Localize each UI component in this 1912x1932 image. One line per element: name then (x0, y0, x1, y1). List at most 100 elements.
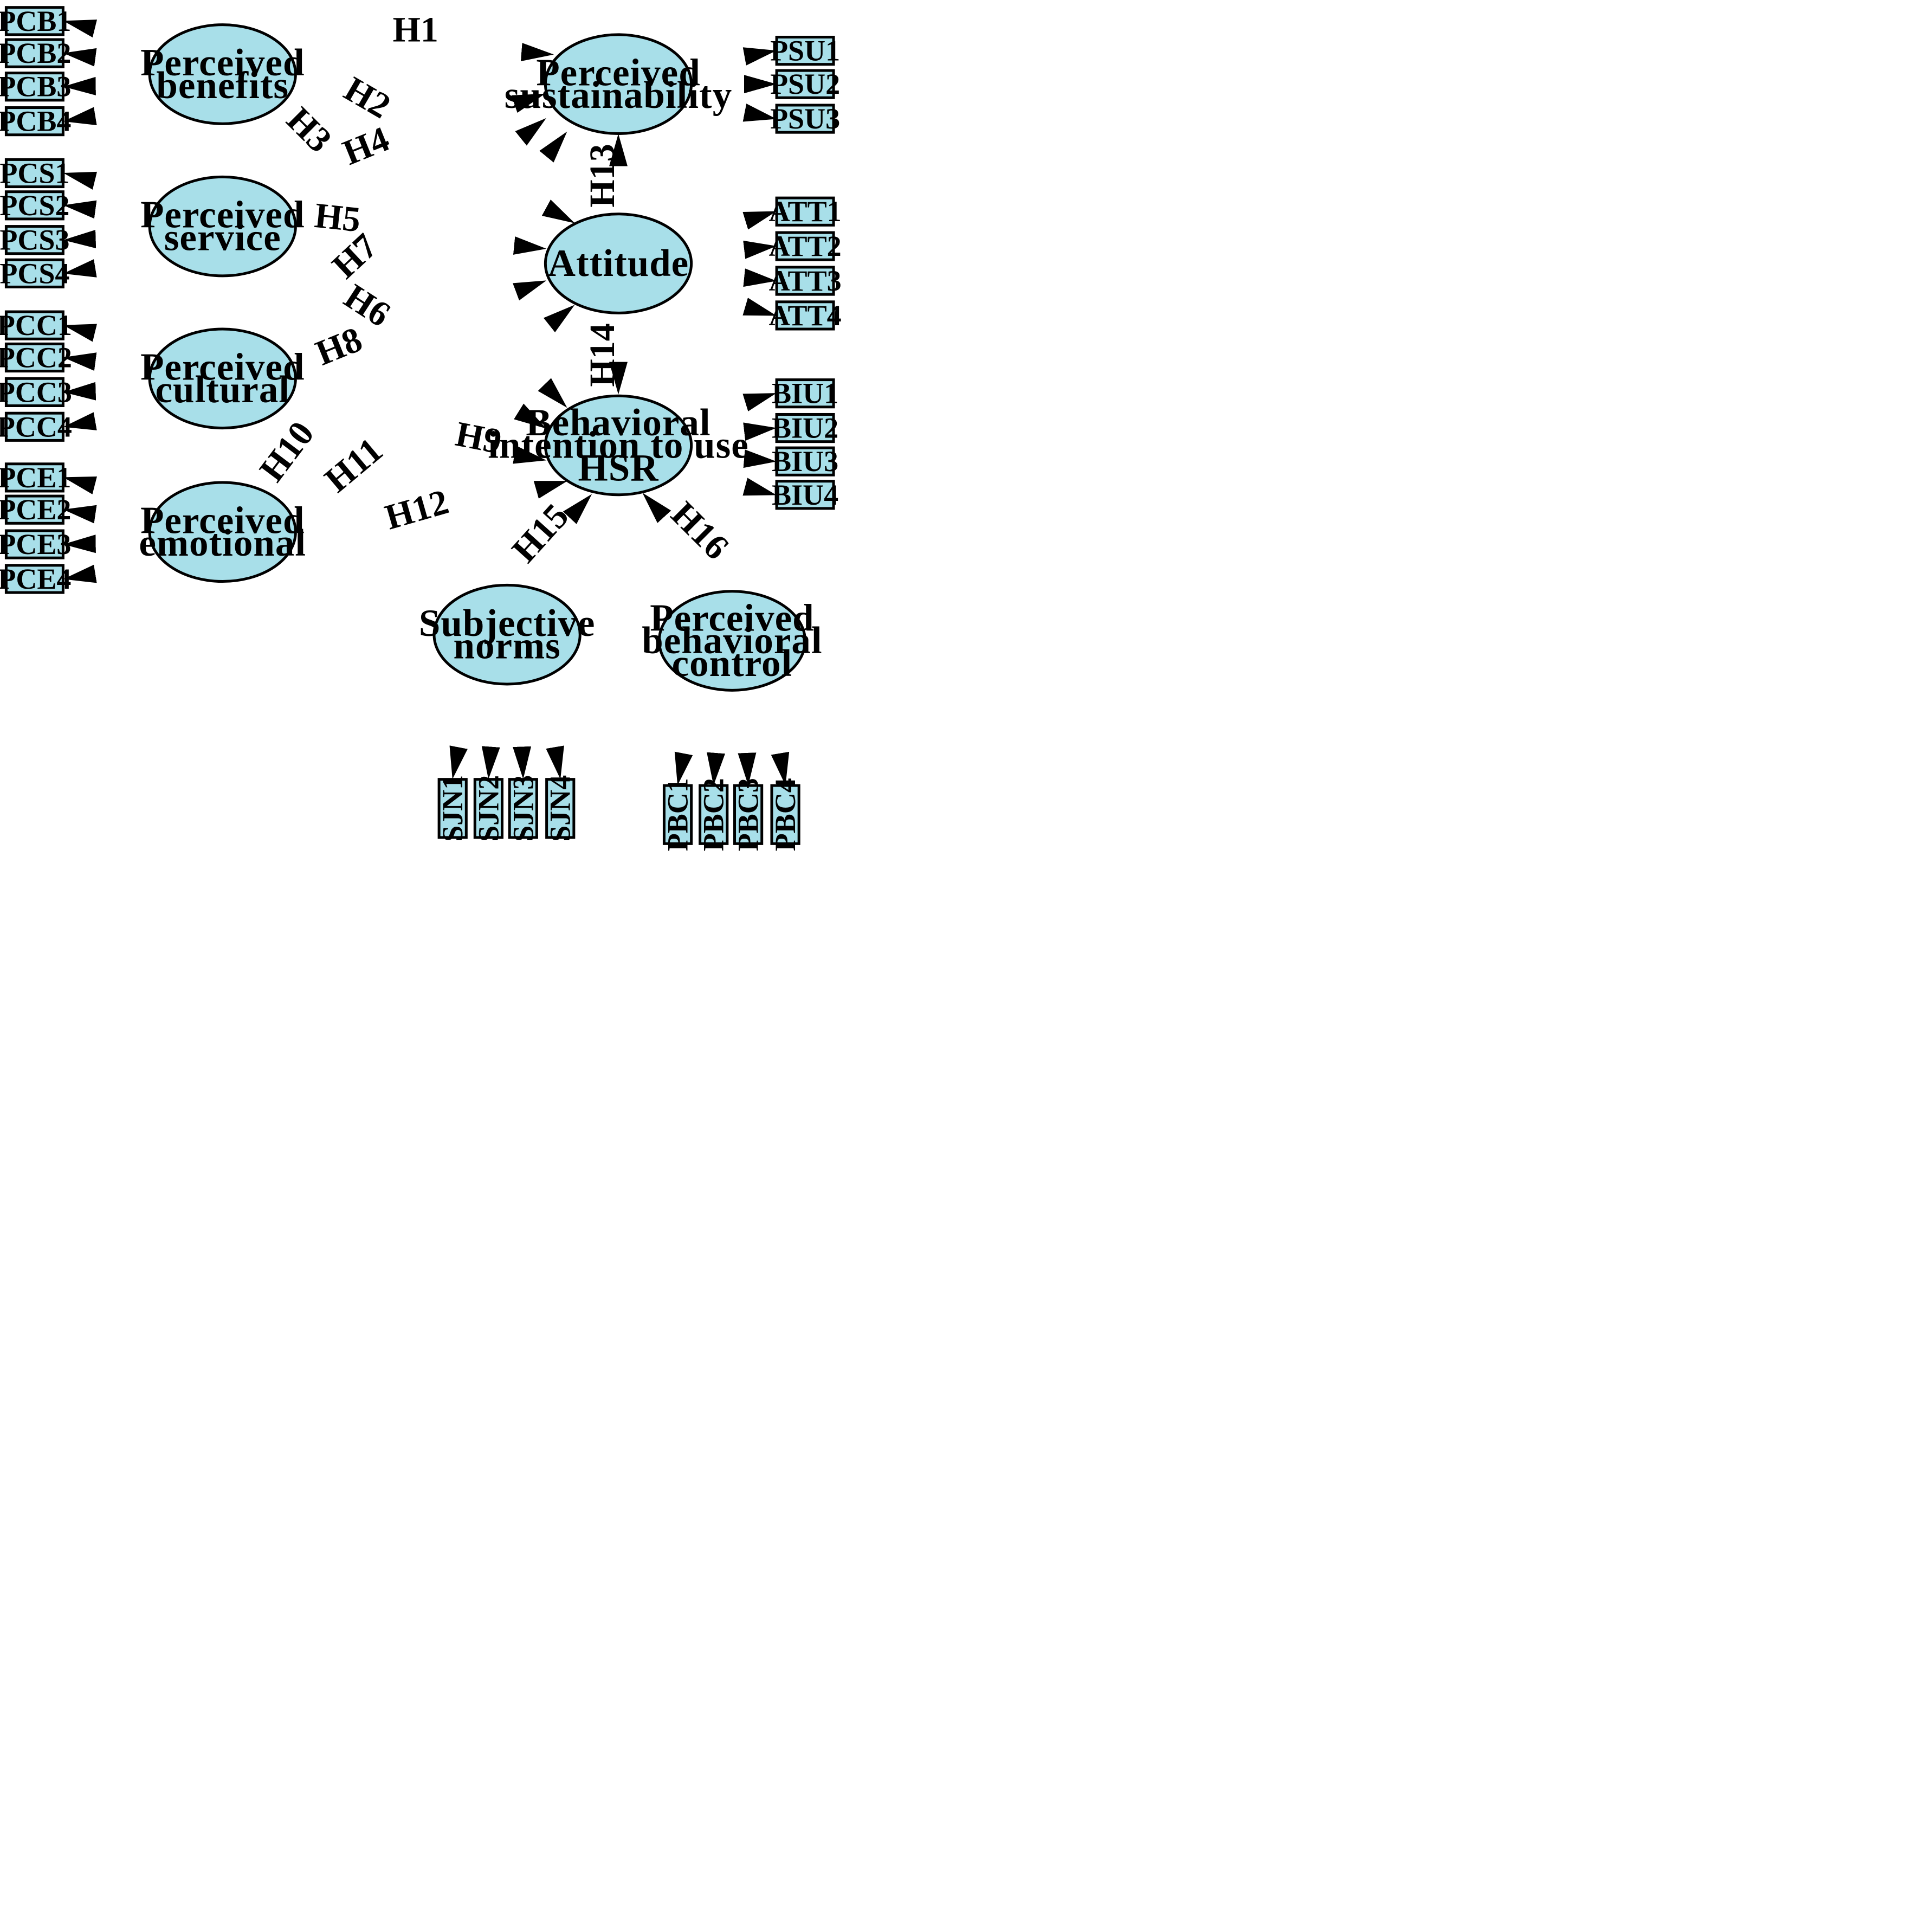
indicator-label: ATT3 (769, 265, 842, 297)
loading-arrow-pcs2 (63, 200, 97, 219)
loading-arrow-att2 (743, 240, 777, 259)
indicator-box (4, 377, 64, 407)
hypothesis-label-h9: H9 (453, 414, 505, 462)
indicator-biu1: BIU1 (772, 377, 838, 410)
indicator-label: ATT1 (769, 195, 842, 228)
hypothesis-label-h2: H2 (338, 69, 397, 126)
indicator-box (4, 564, 64, 594)
hypothesis-label-h11: H11 (318, 430, 390, 500)
indicator-pce2: PCE2 (0, 493, 71, 526)
indicator-psu1: PSU1 (770, 35, 840, 67)
indicator-box (4, 158, 64, 189)
construct-ellipse (148, 481, 297, 583)
loading-arrow-pcc2 (63, 352, 97, 371)
construct-label: Perceived (140, 194, 305, 236)
loading-arrow-att3 (743, 268, 777, 287)
construct-ellipse (148, 175, 297, 278)
indicator-label: ATT2 (769, 230, 842, 262)
loading-arrow-pbc2 (707, 752, 726, 785)
indicator-label: SJN4 (544, 775, 577, 842)
indicator-box (4, 494, 64, 525)
indicator-box (699, 784, 729, 845)
indicator-box (662, 784, 693, 845)
indicator-label: PSU3 (770, 102, 840, 135)
loading-arrow-sjn1 (449, 745, 468, 780)
indicator-label: PSU1 (770, 35, 840, 67)
indicator-box (775, 266, 835, 296)
loading-arrow-pce4 (63, 564, 97, 583)
indicator-box (508, 778, 538, 839)
indicator-label: PBC4 (769, 778, 802, 851)
indicator-label: PCC1 (0, 309, 72, 342)
indicator-pce1: PCE1 (0, 461, 71, 494)
indicator-label: PCS4 (0, 257, 69, 289)
indicator-label: BIU4 (772, 479, 838, 511)
indicator-box (775, 378, 835, 409)
indicator-sjn4: SJN4 (544, 775, 577, 842)
indicator-box (775, 300, 835, 331)
indicator-box (775, 196, 835, 227)
indicator-label: BIU1 (772, 377, 838, 410)
indicator-label: PCE2 (0, 493, 71, 526)
loading-arrow-pbc3 (738, 752, 757, 785)
indicator-att4: ATT4 (769, 299, 842, 332)
loading-arrow-pcc3 (63, 382, 96, 401)
indicator-box (4, 310, 64, 340)
hypothesis-label-h14: H14 (583, 323, 622, 387)
construct-label: intention to use (488, 424, 749, 467)
construct-label: control (672, 642, 793, 685)
indicator-pce4: PCE4 (0, 563, 71, 595)
construct-label: Attitude (548, 242, 689, 285)
indicator-box (4, 529, 64, 559)
loading-arrow-pbc4 (771, 751, 790, 785)
hypothesis-label-h1: H1 (393, 10, 438, 49)
indicator-label: PCC2 (0, 341, 72, 373)
indicator-label: PCC3 (0, 376, 72, 408)
indicator-label: PCB3 (0, 70, 71, 103)
indicator-label: PCS2 (0, 189, 69, 222)
construct-ellipse (148, 23, 297, 125)
indicator-box (4, 38, 64, 68)
construct-att: Attitude (544, 212, 693, 314)
hypothesis-label-h8: H8 (310, 319, 367, 373)
construct-ellipse (148, 327, 297, 430)
indicator-label: PCC4 (0, 410, 72, 443)
construct-ellipse (544, 394, 693, 497)
indicator-box (4, 225, 64, 255)
construct-ellipse (544, 212, 693, 314)
hypothesis-label-h4: H4 (338, 119, 395, 173)
indicator-pcb2: PCB2 (0, 37, 71, 69)
hypothesis-label-h16: H16 (663, 494, 737, 568)
indicator-pcc4: PCC4 (0, 410, 72, 443)
indicator-pbc2: PBC2 (697, 778, 730, 851)
hypothesis-label-h12: H12 (381, 482, 453, 538)
indicator-label: BIU2 (772, 412, 838, 445)
loading-arrow-att4 (742, 298, 777, 316)
loading-arrow-pcb2 (63, 48, 97, 67)
loading-arrow-pcc1 (63, 324, 98, 342)
hypothesis-label-h5: H5 (313, 196, 363, 240)
indicator-att2: ATT2 (769, 230, 842, 262)
nodes-layer: PCB1PCB2PCB3PCB4PCS1PCS2PCS3PCS4PCC1PCC2… (0, 5, 842, 851)
indicator-pcs1: PCS1 (0, 157, 69, 189)
indicator-pcb3: PCB3 (0, 70, 71, 103)
construct-label: Perceived (140, 42, 305, 84)
indicator-box (4, 190, 64, 221)
indicator-pcs3: PCS3 (0, 224, 69, 256)
construct-label: Subjective (419, 602, 596, 645)
indicator-box (775, 231, 835, 261)
indicator-label: SJN1 (436, 775, 469, 842)
loading-arrow-att1 (742, 211, 777, 230)
indicator-label: PCE1 (0, 461, 71, 494)
loading-arrow-pce3 (63, 534, 96, 553)
indicator-box (770, 784, 800, 845)
indicator-att3: ATT3 (769, 265, 842, 297)
loading-arrow-pcs4 (63, 259, 97, 278)
indicator-box (733, 784, 764, 845)
indicator-label: PCB2 (0, 37, 71, 69)
indicator-box (545, 778, 576, 839)
indicator-box (775, 480, 835, 510)
